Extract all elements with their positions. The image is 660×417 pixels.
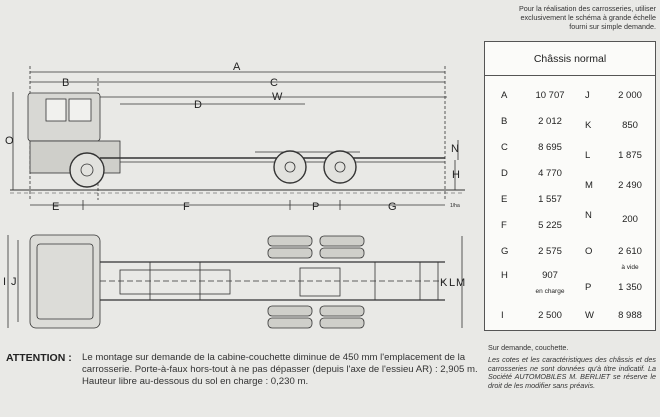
spec-value: 2 490 <box>618 180 642 191</box>
spec-row: B 2 012 K 850 <box>485 110 655 134</box>
spec-row: E 1 557 N 200 <box>485 188 655 225</box>
chassis-drawing: A B C W D O N H E F P G 1/ha I J K L M <box>3 61 465 329</box>
spec-key: O <box>585 246 593 257</box>
spec-value: 850 <box>622 120 638 131</box>
spec-row: A 10 707 J 2 000 <box>485 84 655 108</box>
spec-value: 1 350 <box>618 282 642 293</box>
spec-row: G 2 575 O 2 610 <box>485 240 655 264</box>
spec-row: D 4 770 M 2 490 <box>485 162 655 191</box>
intro-note: Pour la réalisation des carrosseries, ut… <box>518 4 656 31</box>
spec-value: 2 000 <box>618 90 642 101</box>
rear-wheel-1 <box>273 150 307 184</box>
label-f: F <box>183 201 190 213</box>
label-m: M <box>456 277 465 289</box>
label-i: I <box>3 276 6 288</box>
spec-key: J <box>585 90 590 101</box>
spec-o-note: à vide <box>621 264 639 271</box>
label-n: N <box>451 143 459 155</box>
spec-row: F 5 225 <box>485 214 655 238</box>
label-h: H <box>452 169 460 181</box>
attention-text: Le montage sur demande de la cabine-couc… <box>82 352 478 387</box>
label-g: G <box>388 201 397 213</box>
label-o: O <box>5 135 14 147</box>
spec-h-note: en charge <box>535 288 565 295</box>
plan-driveline <box>119 269 231 295</box>
label-c: C <box>270 77 278 89</box>
spec-row: H 907 P 1 350 <box>485 264 655 293</box>
spec-value: 8 988 <box>618 310 642 321</box>
spec-value: 2 575 <box>538 246 562 257</box>
spec-key: K <box>585 120 592 131</box>
rear-wheel-2 <box>323 150 357 184</box>
spec-value: 1 557 <box>538 194 562 205</box>
spec-value: 10 707 <box>535 90 565 101</box>
spec-table: Châssis normal A 10 707 J 2 000 B 2 012 … <box>484 41 656 331</box>
disclaimer-text: Les cotes et les caractéristiques des ch… <box>488 355 656 390</box>
spec-table-title: Châssis normal <box>485 42 655 76</box>
spec-key: M <box>585 180 593 191</box>
spec-value: 2 500 <box>538 310 562 321</box>
spec-subnote: en charge <box>485 280 655 304</box>
spec-value: 200 <box>622 214 638 225</box>
attention-label: ATTENTION : <box>6 352 72 364</box>
spec-row: I 2 500 W 8 988 <box>485 304 655 328</box>
scale-mark: 1/ha <box>450 203 460 209</box>
spec-value: 4 770 <box>538 168 562 179</box>
spec-row: C 8 695 L 1 875 <box>485 136 655 161</box>
spec-value: 2 610 <box>618 246 642 257</box>
spec-key: G <box>501 246 509 257</box>
spec-key: C <box>501 142 508 153</box>
spec-value: 5 225 <box>538 220 562 231</box>
label-d: D <box>194 99 202 111</box>
spec-key: P <box>585 282 592 293</box>
spec-key: D <box>501 168 508 179</box>
spec-value: 907 <box>542 270 558 281</box>
spec-key: E <box>501 194 508 205</box>
sur-demande-note: Sur demande, couchette. <box>488 343 569 352</box>
label-b: B <box>62 77 69 89</box>
label-a: A <box>233 61 241 73</box>
spec-key: N <box>585 210 592 221</box>
spec-key: B <box>501 116 508 127</box>
spec-key: A <box>501 90 508 101</box>
spec-key: I <box>501 310 504 321</box>
label-k: K <box>440 277 448 289</box>
spec-key: F <box>501 220 507 231</box>
plan-cab <box>29 234 101 329</box>
front-wheel <box>69 152 105 188</box>
label-l: L <box>449 277 455 289</box>
spec-key: H <box>501 270 508 281</box>
spec-key: W <box>585 310 594 321</box>
label-w: W <box>272 91 283 103</box>
spec-subnote: à vide <box>485 256 655 280</box>
label-p: P <box>312 201 319 213</box>
spec-key: L <box>585 150 591 161</box>
label-j: J <box>11 276 17 288</box>
label-e: E <box>52 201 59 213</box>
spec-value: 1 875 <box>618 150 642 161</box>
spec-value: 8 695 <box>538 142 562 153</box>
spec-value: 2 012 <box>538 116 562 127</box>
plan-wheel <box>267 235 313 247</box>
